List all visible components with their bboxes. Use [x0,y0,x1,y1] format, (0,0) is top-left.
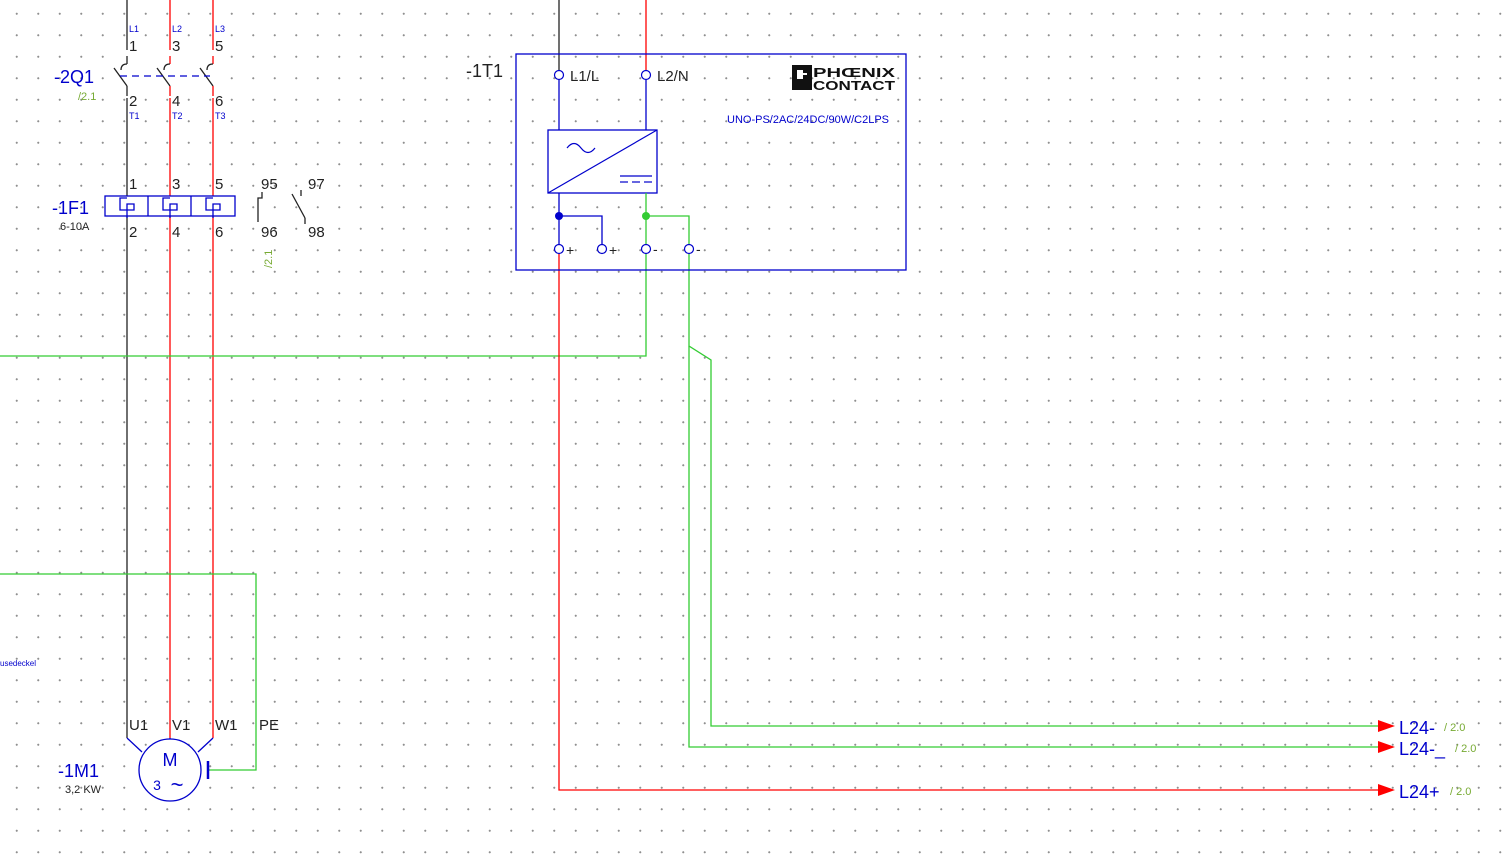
psu-housing[interactable] [515,53,907,271]
l24-plus-ref[interactable]: / 2.0 [1450,786,1471,798]
psu-out-plus-1-label: + [566,242,574,258]
psu-out-plus-2-label: + [609,242,617,258]
side-note: usedeckel [0,659,36,668]
motor-power: 3,2 KW [65,784,102,796]
junction-plus [555,212,563,220]
q1-tag: -2Q1 [54,67,94,87]
t2-label: T2 [172,111,183,121]
t1-tag: -1T1 [466,61,503,81]
wire-pe[interactable] [0,573,257,771]
l2-label: L2 [172,24,182,34]
motor-pin-u: U1 [129,717,148,734]
f1-pin-1: 1 [129,176,137,193]
l24-minus-ref[interactable]: / 2.0 [1444,722,1465,734]
dc-symbol-icon [620,175,652,183]
f1-rating: 6-10A [60,221,90,233]
psu-input-l-label: L1/L [570,68,599,85]
psu-out-plus-2[interactable] [596,243,608,255]
motor-wave: ~ [171,772,184,797]
psu-out-minus-1-label: - [653,241,658,257]
q1-pin-6: 6 [215,93,223,110]
f1-pin-5: 5 [215,176,223,193]
l24-minus-2-label: L24-_ [1399,739,1446,760]
overload-1f1[interactable]: 1 3 5 -1F1 6-10A 2 4 6 95 97 96 98 /2.1 [52,176,325,268]
wires [0,0,1380,791]
f1-pin-4: 4 [172,224,180,241]
psu-out-plus-1[interactable] [553,243,565,255]
psu-out-minus-2-label: - [696,241,701,257]
l24-minus-2-ref[interactable]: / 2.0 [1455,743,1476,755]
psu-1t1[interactable]: -1T1 L1/L L2/N + + - - [466,53,907,271]
motor-tag: -1M1 [58,761,99,781]
f1-pin-3: 3 [172,176,180,193]
motor-phase: 3 [153,777,161,793]
output-l24-minus-2[interactable]: L24-_ / 2.0 [1378,739,1476,760]
f1-pin-2: 2 [129,224,137,241]
motor-pin-pe: PE [259,717,279,734]
psu-input-n-label: L2/N [657,68,689,85]
arrow-l24-minus-icon [1378,720,1395,732]
psu-terminal-n[interactable] [640,69,652,81]
output-l24-plus[interactable]: L24+ / 2.0 [1378,782,1471,802]
l1-label: L1 [129,24,139,34]
q1-pin-1: 1 [129,38,137,55]
f1-aux-97: 97 [308,176,325,193]
psu-model: UNO-PS/2AC/24DC/90W/C2LPS [727,114,889,126]
arrow-l24-plus-icon [1378,784,1395,796]
psu-out-minus-1[interactable] [640,243,652,255]
f1-tag: -1F1 [52,198,89,218]
psu-out-minus-2[interactable] [683,243,695,255]
ac-wave-icon [566,142,596,154]
l24-minus-label: L24- [1399,718,1435,738]
brand-bottom: CONTACT [813,78,895,93]
wire-l24-minus-2[interactable] [688,346,1380,748]
q1-pin-2: 2 [129,93,137,110]
wire-0v-left[interactable] [0,254,647,357]
breaker-2q1[interactable]: L1 L2 L3 1 3 5 -2Q1 /2.1 2 4 6 T1 T2 T3 [54,24,226,121]
f1-aux-ref[interactable]: /2.1 [263,250,275,268]
f1-aux-95: 95 [261,176,278,193]
motor-pin-w: W1 [215,717,238,734]
f1-aux-96: 96 [261,224,278,241]
l24-plus-label: L24+ [1399,782,1440,802]
phoenix-contact-logo: PHŒNIX CONTACT [792,65,896,93]
arrow-l24-minus-2-icon [1378,741,1395,753]
motor-symbol[interactable] [138,738,202,802]
l3-label: L3 [215,24,225,34]
brand-top: PHŒNIX [813,65,896,80]
output-l24-minus[interactable]: L24- / 2.0 [1378,718,1465,738]
t1-label: T1 [129,111,140,121]
q1-ref[interactable]: /2.1 [78,91,96,103]
wire-l24-plus[interactable] [558,254,1380,791]
t3-label: T3 [215,111,226,121]
psu-terminal-l[interactable] [553,69,565,81]
junction-minus [642,212,650,220]
f1-aux-98: 98 [308,224,325,241]
f1-pin-6: 6 [215,224,223,241]
wire-l24-minus[interactable] [688,254,1380,727]
q1-pin-3: 3 [172,38,180,55]
motor-pin-v: V1 [172,717,190,734]
q1-pin-4: 4 [172,93,180,110]
q1-pin-5: 5 [215,38,223,55]
motor-1m1[interactable]: U1 V1 W1 PE M 3 ~ -1M1 3,2 KW [58,717,279,802]
motor-letter: M [163,750,178,770]
